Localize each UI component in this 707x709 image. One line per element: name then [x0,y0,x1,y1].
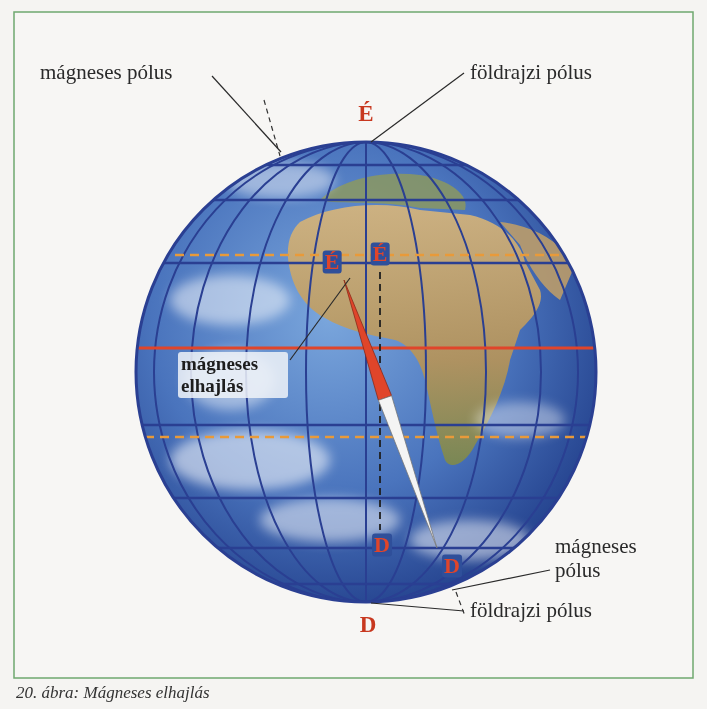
direction-letter: D [360,612,377,638]
parallel [130,262,600,265]
compass-needle-south [378,396,437,548]
globe-rim [136,142,596,602]
direction-letter: É [371,242,390,265]
cloud [170,275,290,325]
figure-caption: 20. ábra: Mágneses elhajlás [16,683,210,703]
compass-needle-north [344,280,392,400]
globe [136,142,596,602]
cloud [170,430,330,490]
direction-letter: É [358,101,373,127]
leader-line [290,278,350,360]
parallels [130,165,600,584]
globe-surface [130,142,600,602]
cloud [475,402,565,438]
pole-label: földrajzi pólus [470,598,592,622]
leader-line [452,570,550,590]
tropic-line [130,436,600,439]
leader-line [371,73,464,142]
direction-letter: D [372,533,392,556]
tropic-line [130,254,600,257]
meridian [365,142,367,602]
direction-letter: D [442,554,462,577]
leader-lines [212,73,550,611]
meridian [154,142,578,602]
pole-label: földrajzi pólus [470,60,592,84]
parallel [130,583,600,586]
europe-land [320,174,466,210]
figure-frame [14,12,693,678]
pole-label: mágneses pólus [40,60,172,84]
parallel [130,164,600,167]
parallel [130,497,600,500]
direction-letter: É [323,250,342,273]
leader-line [371,603,464,611]
declination-label: mágneses elhajlás [178,352,288,398]
parallel [130,199,600,202]
clouds [170,162,565,560]
magnetic-axis [456,592,465,616]
pole-label: mágneses pólus [555,534,675,582]
leader-line [212,76,281,152]
parallel [130,547,600,550]
meridians [154,142,578,602]
parallel [130,424,600,427]
meridian [306,142,426,602]
